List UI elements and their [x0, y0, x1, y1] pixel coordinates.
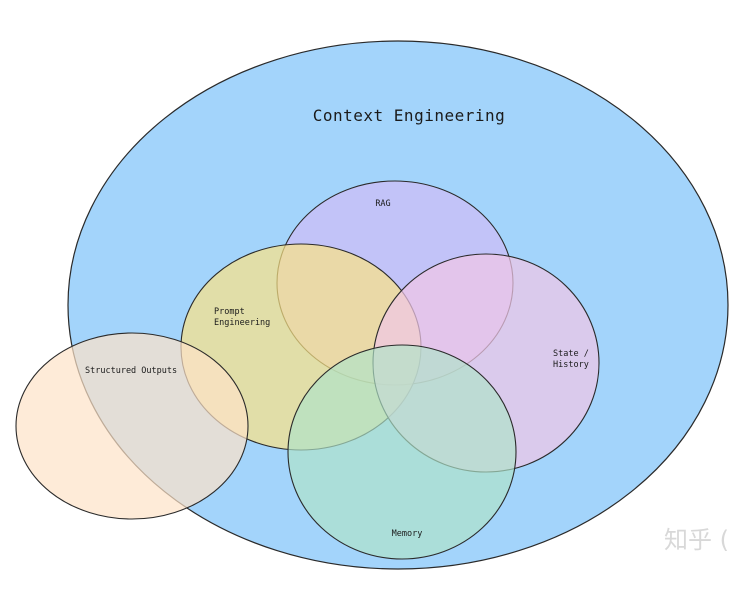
memory-circle [287, 344, 517, 560]
prompt-engineering-label-line2: Engineering [214, 318, 270, 328]
rag-label: RAG [375, 199, 390, 209]
memory-label: Memory [392, 529, 423, 539]
structured-outputs-circle [15, 332, 249, 520]
prompt-engineering-label-line1: Prompt [214, 307, 245, 317]
context-engineering-title: Context Engineering [313, 106, 506, 125]
state-history-label-line1: State / [553, 349, 589, 359]
state-history-label-line2: History [553, 360, 589, 370]
watermark-logo: 知乎 ( [664, 526, 729, 554]
structured-outputs-label: Structured Outputs [85, 366, 177, 376]
